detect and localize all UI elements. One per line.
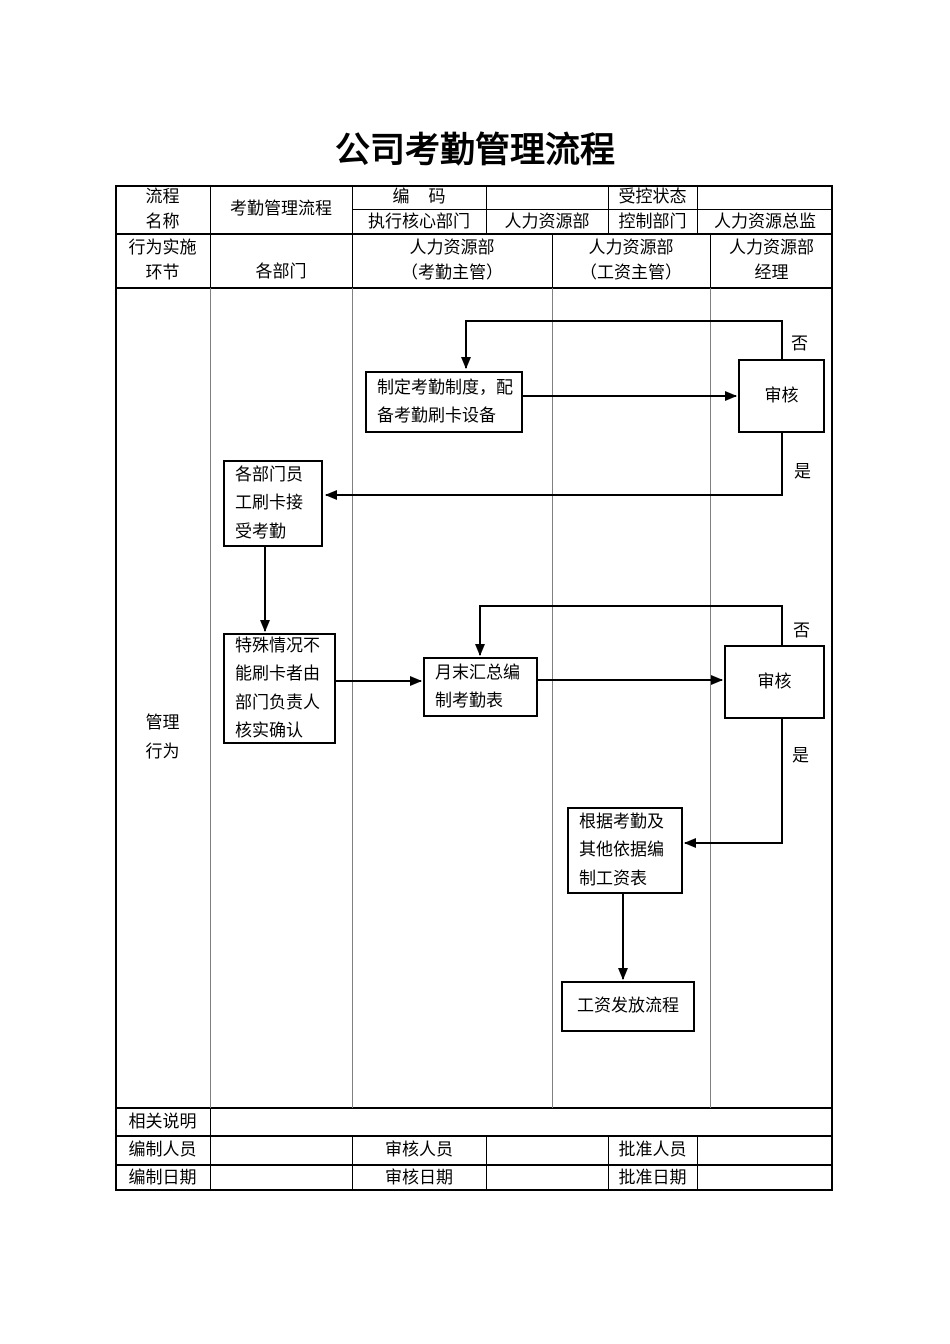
node-payroll-process: 工资发放流程 xyxy=(561,981,695,1032)
node-review-1: 审核 xyxy=(738,359,825,433)
table-border-right xyxy=(831,185,833,1191)
node-review-2: 审核 xyxy=(724,645,825,719)
node-payroll-prepare: 根据考勤及 其他依据编 制工资表 xyxy=(567,807,683,894)
table-grid-line xyxy=(115,1107,833,1109)
approved-date-label: 批准日期 xyxy=(618,1167,687,1187)
table-grid-line xyxy=(210,185,211,288)
lane-hr-payroll: 人力资源部 （工资主管） xyxy=(580,238,682,282)
control-dept-value: 人力资源总监 xyxy=(714,211,816,231)
lane-header-label: 行为实施 环节 xyxy=(128,238,197,282)
table-grid-line xyxy=(697,185,698,234)
branch-label-no-1: 否 xyxy=(791,334,808,353)
control-dept-label: 控制部门 xyxy=(618,211,687,231)
node-establish-system: 制定考勤制度，配 备考勤刷卡设备 xyxy=(365,371,523,433)
process-name-value: 考勤管理流程 xyxy=(230,199,332,219)
branch-label-no-2: 否 xyxy=(793,621,810,640)
table-grid-line xyxy=(486,185,487,234)
node-special-case: 特殊情况不 能刷卡者由 部门负责人 核实确认 xyxy=(223,633,336,744)
prepared-date-label: 编制日期 xyxy=(128,1167,197,1187)
page-title: 公司考勤管理流程 xyxy=(334,131,615,170)
table-grid-line xyxy=(352,185,353,288)
table-grid-line xyxy=(115,1164,833,1166)
arrow-yes2-to-payroll xyxy=(684,719,783,848)
swimlane-divider xyxy=(352,288,353,1108)
lane-hr-manager: 人力资源部 经理 xyxy=(729,238,814,282)
code-label: 编 码 xyxy=(392,187,446,207)
node-swipe-card: 各部门员 工刷卡接 受考勤 xyxy=(223,460,323,547)
reviewed-by-label: 审核人员 xyxy=(385,1140,453,1160)
arrow-no-loop-1 xyxy=(461,320,783,369)
controlled-status-label: 受控状态 xyxy=(618,187,687,207)
arrow-yes1-to-swipe xyxy=(325,433,783,500)
table-grid-line xyxy=(608,1136,609,1191)
remarks-label: 相关说明 xyxy=(128,1111,197,1131)
core-dept-value: 人力资源部 xyxy=(504,211,590,231)
table-border-top xyxy=(115,185,833,187)
swimlane-divider xyxy=(552,288,553,1108)
table-grid-line xyxy=(352,209,833,210)
swimlane-divider xyxy=(710,288,711,1108)
branch-label-yes-2: 是 xyxy=(792,746,809,765)
lane-departments: 各部门 xyxy=(255,262,307,282)
flow-row-label: 管理 行为 xyxy=(145,713,180,761)
lane-hr-attendance: 人力资源部 （考勤主管） xyxy=(401,238,503,282)
node-monthly-summary: 月末汇总编 制考勤表 xyxy=(423,657,538,717)
table-border-left xyxy=(115,185,117,1191)
prepared-by-label: 编制人员 xyxy=(128,1140,197,1160)
table-grid-line xyxy=(552,234,553,288)
arrow-no-loop-2 xyxy=(475,605,783,656)
core-dept-label: 执行核心部门 xyxy=(368,211,470,231)
table-grid-line xyxy=(115,1135,833,1137)
approved-by-label: 批准人员 xyxy=(618,1140,687,1160)
branch-label-yes-1: 是 xyxy=(794,462,811,481)
table-grid-line xyxy=(115,233,833,235)
table-grid-line xyxy=(486,1136,487,1191)
table-grid-line xyxy=(210,1108,211,1191)
table-grid-line xyxy=(608,185,609,234)
table-grid-line xyxy=(115,287,833,289)
table-border-bottom xyxy=(115,1189,833,1191)
process-name-label: 流程 名称 xyxy=(145,186,180,231)
table-grid-line xyxy=(710,234,711,288)
swimlane-divider xyxy=(210,288,211,1108)
table-grid-line xyxy=(697,1136,698,1191)
reviewed-date-label: 审核日期 xyxy=(385,1167,453,1187)
table-grid-line xyxy=(352,1136,353,1191)
